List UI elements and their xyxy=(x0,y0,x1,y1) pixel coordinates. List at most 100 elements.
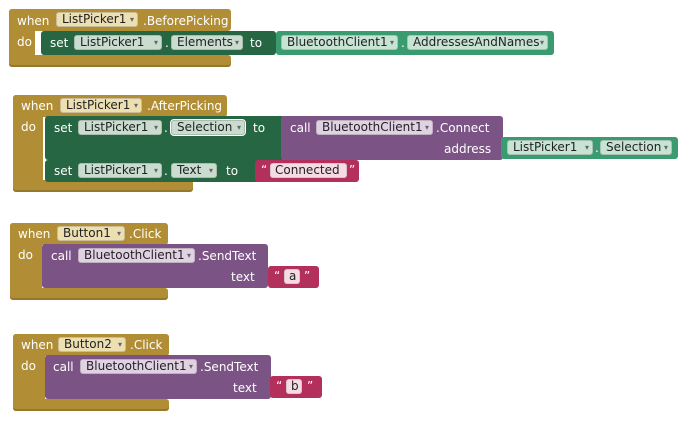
call-sendtext-a-block[interactable]: call BluetoothClient1▾ .SendText text xyxy=(42,244,268,288)
getter-property-dropdown[interactable]: AddressesAndNames▾ xyxy=(407,35,548,50)
chevron-down-icon: ▾ xyxy=(129,15,134,24)
do-keyword: do xyxy=(21,359,36,373)
address-socket-label: address xyxy=(444,142,492,156)
dot-separator: . xyxy=(595,141,599,155)
chevron-down-icon: ▾ xyxy=(584,143,589,152)
when-keyword: when xyxy=(21,99,54,113)
close-quote-icon: ” xyxy=(307,379,314,393)
event-block-side xyxy=(13,95,43,192)
close-quote-icon: ” xyxy=(304,269,311,283)
chevron-down-icon: ▾ xyxy=(188,362,193,371)
call-component-dropdown[interactable]: BluetoothClient1▾ xyxy=(316,120,433,135)
dropdown-label: BluetoothClient1 xyxy=(287,35,388,49)
dropdown-label: BluetoothClient1 xyxy=(322,120,423,134)
set-property-dropdown[interactable]: Selection▾ xyxy=(170,119,246,136)
event-component-dropdown[interactable]: ListPicker1▾ xyxy=(56,12,138,27)
set-component-dropdown[interactable]: ListPicker1 ▾ xyxy=(74,35,162,50)
getter-property-dropdown[interactable]: Selection▾ xyxy=(600,140,672,155)
call-connect-block[interactable]: call BluetoothClient1▾ .Connect address xyxy=(281,116,503,160)
set-keyword: set xyxy=(54,121,73,135)
chevron-down-icon: ▾ xyxy=(153,123,158,132)
set-selection-block[interactable]: set ListPicker1▾ . Selection▾ to xyxy=(45,116,285,160)
chevron-down-icon: ▾ xyxy=(539,38,544,47)
to-keyword: to xyxy=(253,121,266,135)
chevron-down-icon: ▾ xyxy=(234,38,239,47)
chevron-down-icon: ▾ xyxy=(389,38,394,47)
chevron-down-icon: ▾ xyxy=(153,38,158,47)
event-name: .Click xyxy=(130,338,163,352)
dropdown-label: Selection xyxy=(606,140,662,154)
dropdown-label: Button1 xyxy=(63,226,111,240)
chevron-down-icon: ▾ xyxy=(133,101,138,110)
string-value[interactable]: b xyxy=(286,379,302,394)
dropdown-label: BluetoothClient1 xyxy=(84,248,185,262)
method-name: .SendText xyxy=(200,360,259,374)
when-keyword: when xyxy=(17,14,50,28)
set-component-dropdown[interactable]: ListPicker1 ▾ xyxy=(78,163,162,178)
getter-component-dropdown[interactable]: BluetoothClient1▾ xyxy=(281,35,398,50)
dot-separator: . xyxy=(164,121,168,135)
text-string-b-block[interactable]: “ b ” xyxy=(270,376,322,398)
close-quote-icon: ” xyxy=(349,163,356,177)
dropdown-label: BluetoothClient1 xyxy=(86,359,187,373)
set-property-dropdown[interactable]: Text▾ xyxy=(171,163,217,178)
call-component-dropdown[interactable]: BluetoothClient1▾ xyxy=(78,248,195,263)
text-socket-label: text xyxy=(231,270,255,284)
chevron-down-icon: ▾ xyxy=(208,166,213,175)
when-keyword: when xyxy=(18,227,51,241)
event-name: .Click xyxy=(129,227,162,241)
to-keyword: to xyxy=(250,36,263,50)
event-component-dropdown[interactable]: Button2▾ xyxy=(58,337,126,352)
text-string-connected-block[interactable]: “ Connected ” xyxy=(255,160,359,182)
chevron-down-icon: ▾ xyxy=(116,229,121,238)
to-keyword: to xyxy=(226,164,239,178)
dot-separator: . xyxy=(401,36,405,50)
text-string-a-block[interactable]: “ a ” xyxy=(268,266,319,288)
event-block-side xyxy=(13,334,45,411)
set-component-dropdown[interactable]: ListPicker1 ▾ xyxy=(78,120,162,135)
getter-selection-block[interactable]: ListPicker1▾ . Selection▾ xyxy=(501,137,678,159)
text-socket-label: text xyxy=(233,381,257,395)
dropdown-label: AddressesAndNames xyxy=(413,35,540,49)
event-block-listpicker1-afterpicking[interactable]: when ListPicker1▾ .AfterPicking do xyxy=(13,95,285,192)
event-component-dropdown[interactable]: ListPicker1▾ xyxy=(60,98,142,113)
set-keyword: set xyxy=(50,36,69,50)
getter-component-dropdown[interactable]: ListPicker1 ▾ xyxy=(507,140,593,155)
set-keyword: set xyxy=(54,164,73,178)
dot-separator: . xyxy=(165,36,169,50)
event-block-button2-click[interactable]: when Button2▾ .Click do xyxy=(13,334,169,411)
event-name: .AfterPicking xyxy=(147,99,223,113)
open-quote-icon: “ xyxy=(261,163,268,177)
string-value[interactable]: Connected xyxy=(270,163,347,178)
call-keyword: call xyxy=(290,121,311,135)
event-block-button1-click[interactable]: when Button1 ▾ .Click do xyxy=(10,223,168,300)
getter-addresses-block[interactable]: BluetoothClient1▾ . AddressesAndNames▾ xyxy=(276,31,554,55)
dot-separator: . xyxy=(164,164,168,178)
set-elements-block[interactable]: set ListPicker1▾ . Elements▾ to xyxy=(41,31,276,55)
dropdown-label: ListPicker1 xyxy=(80,35,145,49)
chevron-down-icon: ▾ xyxy=(153,166,158,175)
chevron-down-icon: ▾ xyxy=(424,123,429,132)
call-component-dropdown[interactable]: BluetoothClient1▾ xyxy=(80,359,197,374)
event-block-footer xyxy=(13,399,169,411)
dropdown-label: ListPicker1 xyxy=(84,163,149,177)
string-value[interactable]: a xyxy=(284,269,300,284)
dropdown-label: ListPicker1 xyxy=(84,120,149,134)
do-keyword: do xyxy=(18,248,33,262)
chevron-down-icon: ▾ xyxy=(663,143,668,152)
call-keyword: call xyxy=(53,360,74,374)
dropdown-label: Elements xyxy=(177,35,233,49)
dropdown-label: ListPicker1 xyxy=(513,140,578,154)
chevron-down-icon: ▾ xyxy=(117,340,122,349)
set-text-block[interactable]: set ListPicker1 ▾ . Text▾ to xyxy=(45,160,270,182)
dropdown-label: Selection xyxy=(177,120,233,134)
call-sendtext-b-block[interactable]: call BluetoothClient1▾ .SendText text xyxy=(45,355,271,399)
chevron-down-icon: ▾ xyxy=(236,123,241,132)
dropdown-label: ListPicker1 xyxy=(66,98,131,112)
set-property-dropdown[interactable]: Elements▾ xyxy=(171,35,243,50)
event-block-listpicker1-beforepicking[interactable]: when ListPicker1▾ .BeforePicking do xyxy=(9,9,231,67)
when-keyword: when xyxy=(21,338,54,352)
call-keyword: call xyxy=(51,249,72,263)
event-block-footer xyxy=(9,55,231,67)
event-component-dropdown[interactable]: Button1 ▾ xyxy=(57,226,125,241)
